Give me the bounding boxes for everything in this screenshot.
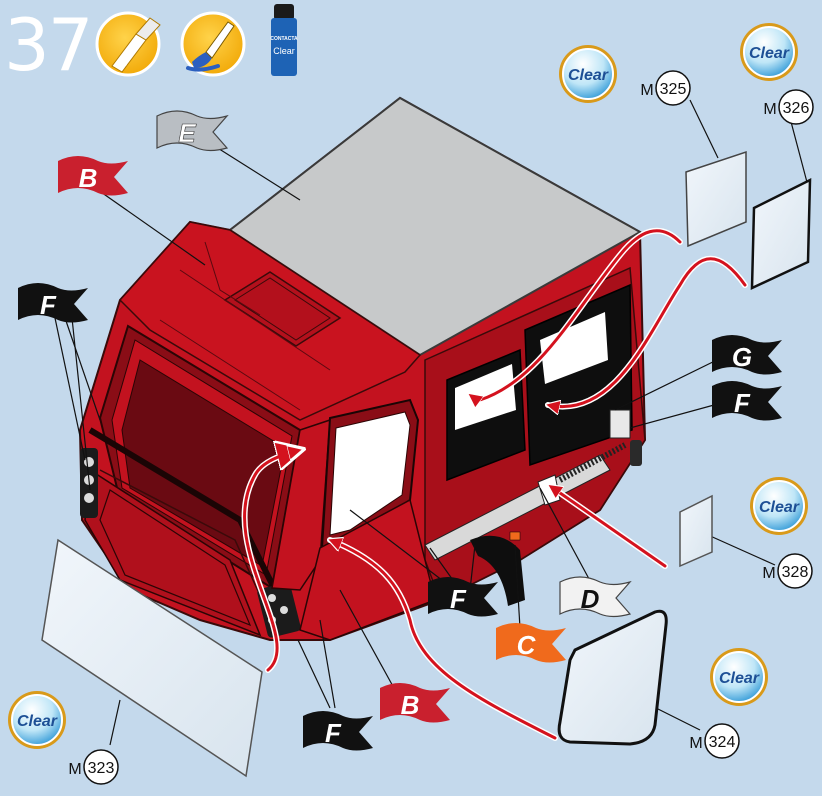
clear-badge-label: Clear xyxy=(759,499,800,516)
bottle-brand-label: CONTACTA xyxy=(270,36,298,42)
glue-applicator-icon xyxy=(97,13,160,75)
clear-badge-label: Clear xyxy=(568,67,609,84)
flag-letter: D xyxy=(581,584,600,614)
flag-letter: F xyxy=(325,718,342,748)
step-number: 37 xyxy=(4,3,92,87)
clear-badge-label: Clear xyxy=(749,45,790,62)
flag-letter: F xyxy=(40,290,57,320)
color-flag-b: B xyxy=(380,683,450,723)
clear-badge: Clear xyxy=(8,691,66,749)
part-prefix: M xyxy=(640,82,653,99)
part-number: 323 xyxy=(88,760,115,777)
color-flag-g: G xyxy=(712,335,782,375)
flag-letter: B xyxy=(79,163,98,193)
clear-badge-label: Clear xyxy=(17,713,58,730)
side-window-glass-part xyxy=(559,611,666,744)
part-callout-324: M 324 xyxy=(689,724,739,758)
part-number: 326 xyxy=(783,100,810,117)
window-326-part xyxy=(752,180,810,288)
part-number: 325 xyxy=(660,81,687,98)
color-flag-f: F xyxy=(712,381,782,421)
part-prefix: M xyxy=(68,761,81,778)
part-callout-328: M 328 xyxy=(762,554,812,588)
paint-brush-icon xyxy=(182,13,244,75)
color-flag-f: F xyxy=(303,711,373,751)
flag-letter: G xyxy=(732,342,752,372)
flag-letter: F xyxy=(450,584,467,614)
contacta-clear-bottle-icon: CONTACTA Clear xyxy=(270,4,298,76)
flag-letter: B xyxy=(401,690,420,720)
small-window-328-part xyxy=(680,496,712,566)
flag-letter: E xyxy=(178,118,196,148)
part-prefix: M xyxy=(762,565,775,582)
color-flag-c: C xyxy=(496,623,566,663)
clear-badge: Clear xyxy=(740,23,798,81)
bottle-clear-label: Clear xyxy=(273,46,295,56)
color-flag-e: E xyxy=(157,111,227,151)
part-callout-325: M 325 xyxy=(640,71,690,105)
part-number: 324 xyxy=(709,734,736,751)
color-flag-d: D xyxy=(560,577,630,617)
part-prefix: M xyxy=(763,101,776,118)
part-number: 328 xyxy=(782,564,809,581)
clear-badge: Clear xyxy=(710,648,768,706)
part-callout-326: M 326 xyxy=(763,90,813,124)
color-flag-f: F xyxy=(428,577,498,617)
clear-badge: Clear xyxy=(559,45,617,103)
part-prefix: M xyxy=(689,735,702,752)
part-callout-323: M 323 xyxy=(68,750,118,784)
clear-badge-label: Clear xyxy=(719,670,760,687)
window-325-part xyxy=(686,152,746,246)
flag-letter: F xyxy=(734,388,751,418)
color-flag-b: B xyxy=(58,156,128,196)
flag-letter: C xyxy=(517,630,537,660)
color-flag-f: F xyxy=(18,283,88,323)
clear-badge: Clear xyxy=(750,477,808,535)
